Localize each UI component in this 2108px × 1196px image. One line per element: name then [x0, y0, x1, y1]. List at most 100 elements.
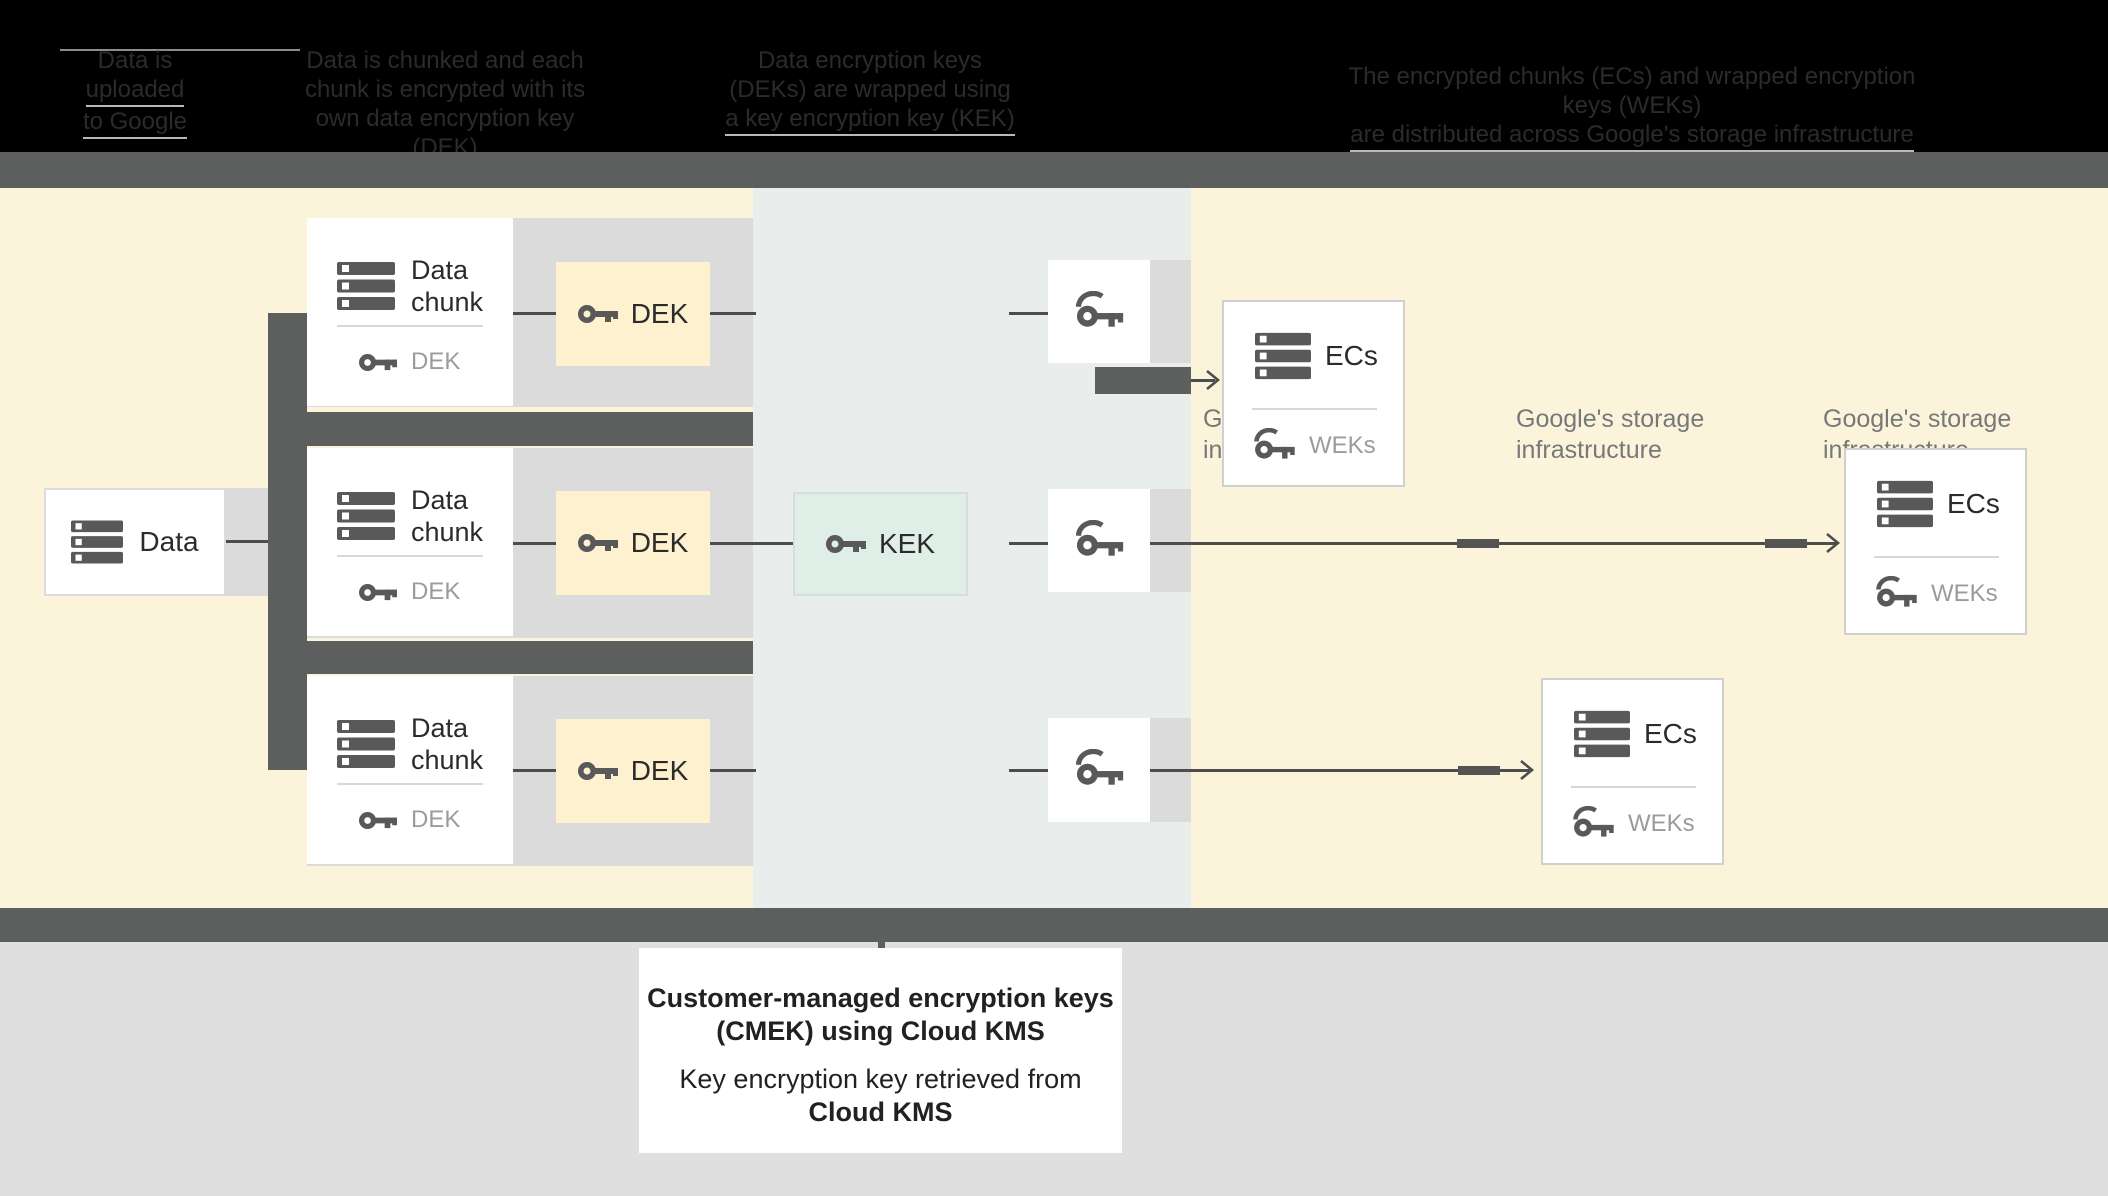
legend-artifact-line	[60, 49, 300, 51]
legend-text: The encrypted chunks (ECs) and wrapped e…	[1348, 63, 1916, 119]
caption-subtitle-bold: Cloud KMS	[808, 1097, 953, 1127]
chunk-to-dek-line-2	[513, 542, 556, 545]
bottom-divider-bar	[0, 908, 2108, 942]
weks-label: WEKs	[1931, 580, 1998, 607]
arrow-thick-segment	[1458, 766, 1500, 775]
wrapped-key-icon	[1876, 576, 1917, 607]
encrypted-chunks-stack-icon	[1574, 710, 1630, 758]
arrowhead-icon	[1520, 759, 1535, 781]
ecs-box-1: ECs WEKs	[1222, 300, 1405, 487]
box-divider	[1874, 556, 1999, 558]
legend-step-2: Data is chunked and each chunk is encryp…	[280, 46, 610, 165]
legend-text: chunk is encrypted with its	[304, 76, 586, 103]
chunk-fanout-trunk	[268, 313, 307, 770]
kek-box: KEK	[793, 492, 968, 596]
ecs-label: ECs	[1325, 340, 1378, 371]
legend-text: uploaded	[75, 75, 195, 107]
dek-label: DEK	[630, 527, 689, 558]
arrowhead-icon	[1826, 532, 1841, 554]
legend-text: to Google	[75, 107, 195, 139]
wrapped-key-band-2	[1150, 489, 1191, 592]
legend-step-1: Data is uploaded to Google	[75, 46, 195, 139]
chunk-dek-label: DEK	[411, 806, 461, 833]
ecs-box-2: ECs WEKs	[1844, 448, 2027, 635]
dek-box-1: DEK	[556, 262, 710, 366]
box-divider	[337, 325, 483, 327]
row-separator-bar-2	[268, 641, 753, 674]
caption-connector-notch	[878, 941, 885, 950]
key-icon	[577, 534, 618, 552]
wrapped-key-icon	[1254, 428, 1295, 459]
weks-label: WEKs	[1309, 432, 1376, 459]
key-icon	[359, 811, 397, 829]
weks-label: WEKs	[1628, 810, 1695, 837]
data-box-label: Data	[139, 526, 199, 557]
data-chunk-stack-icon	[337, 720, 395, 768]
data-to-trunk-line	[226, 540, 268, 543]
data-box: Data	[44, 488, 226, 596]
key-icon	[577, 305, 618, 323]
arrow-thick-segment	[1765, 539, 1807, 548]
wrapped-key-box-3	[1048, 718, 1150, 822]
caption-subtitle: Key encryption key retrieved from	[679, 1064, 1082, 1094]
data-chunk-box-2: Data chunk DEK	[307, 448, 513, 636]
wrapped-key-icon	[1075, 749, 1124, 785]
key-icon	[359, 583, 397, 601]
data-chunk-label: Data chunk	[411, 255, 484, 317]
wrapped-key-band-1	[1150, 260, 1191, 363]
encrypted-chunks-stack-icon	[1877, 480, 1933, 528]
chunk-to-dek-line-1	[513, 312, 556, 315]
wrapped-key-box-1	[1048, 260, 1150, 363]
data-chunk-box-3: Data chunk DEK	[307, 676, 513, 864]
arrowhead-icon	[1206, 369, 1221, 391]
kek-to-wrappedkey-line-2	[1009, 542, 1048, 545]
data-chunk-stack-icon	[337, 492, 395, 540]
arrow-line-1	[1191, 379, 1215, 382]
top-divider-bar	[0, 152, 2108, 188]
legend-step-3: Data encryption keys (DEKs) are wrapped …	[690, 46, 1050, 136]
data-chunk-label: Data chunk	[411, 485, 484, 547]
dek-to-kms-line-1	[710, 312, 756, 315]
caption-box: Customer-managed encryption keys (CMEK) …	[639, 948, 1122, 1153]
dek-to-kek-line-2	[710, 542, 793, 545]
arrow-line-3	[1150, 769, 1530, 772]
key-icon	[359, 353, 397, 371]
storage-infrastructure-label-2: Google's storage infrastructure	[1516, 405, 1705, 464]
chunk-dek-label: DEK	[411, 348, 461, 375]
legend-text: (DEKs) are wrapped using	[729, 76, 1011, 103]
key-icon	[577, 762, 618, 780]
key-icon	[825, 535, 866, 553]
data-chunk-stack-icon	[337, 262, 395, 310]
caption-title: (CMEK) using Cloud KMS	[716, 1016, 1045, 1046]
kms-to-wrappedkey-line-1	[1009, 312, 1048, 315]
ecs-label: ECs	[1947, 488, 2000, 519]
dek-label: DEK	[630, 298, 689, 329]
legend-text: Data is	[97, 47, 173, 74]
data-chunk-box-1: Data chunk DEK	[307, 218, 513, 406]
ecs-box-3: ECs WEKs	[1541, 678, 1724, 865]
arrow-thick-segment	[1457, 539, 1499, 548]
legend-text: Data encryption keys	[757, 47, 983, 74]
chunk-dek-label: DEK	[411, 578, 461, 605]
wrapped-key-icon	[1075, 519, 1124, 556]
data-chunk-label: Data chunk	[411, 713, 484, 775]
dek-box-3: DEK	[556, 719, 710, 823]
box-divider	[337, 783, 483, 785]
wrapped-key-icon	[1573, 806, 1614, 837]
distribution-bar-1	[1095, 367, 1191, 394]
row-separator-bar-1	[268, 412, 753, 446]
dek-box-2: DEK	[556, 491, 710, 595]
box-divider	[337, 555, 483, 557]
legend-header: Data is uploaded to Google Data is chunk…	[0, 0, 2108, 165]
box-divider	[1252, 408, 1377, 410]
data-stack-icon	[71, 520, 124, 564]
legend-text: a key encryption key (KEK)	[690, 104, 1050, 136]
dek-to-kms-line-3	[710, 769, 756, 772]
encrypted-chunks-stack-icon	[1255, 332, 1311, 380]
legend-step-4: The encrypted chunks (ECs) and wrapped e…	[1322, 62, 1942, 152]
chunk-to-dek-line-3	[513, 769, 556, 772]
dek-label: DEK	[630, 755, 689, 786]
legend-text: Data is chunked and each	[306, 47, 584, 74]
caption-title: Customer-managed encryption keys	[647, 983, 1114, 1013]
